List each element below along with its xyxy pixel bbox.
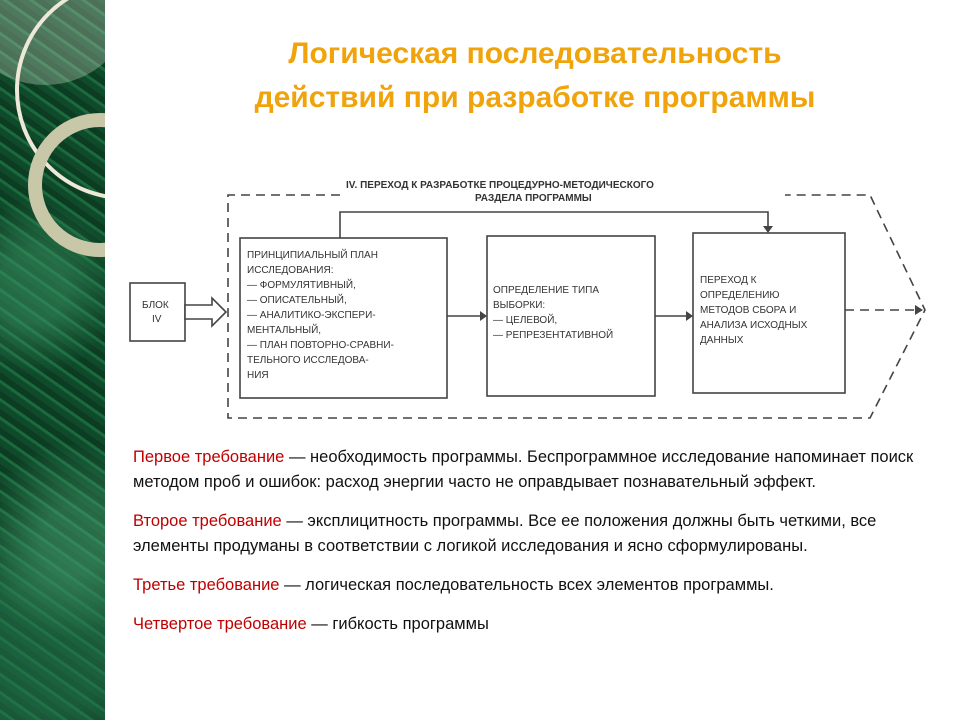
block-iv-box: [129, 282, 186, 342]
box3-text: ПЕРЕХОД К ОПРЕДЕЛЕНИЮ МЕТОДОВ СБОРА И АН…: [700, 275, 808, 346]
requirement-text: — гибкость программы: [306, 615, 489, 633]
circle-rings-decoration: [0, 0, 105, 257]
requirement-3: Третье требование — логическая последова…: [133, 573, 933, 598]
requirement-text: — логическая последовательность всех эле…: [279, 576, 774, 594]
requirement-label: Второе требование: [133, 512, 282, 530]
box-line: ТЕЛЬНОГО ИССЛЕДОВА-: [247, 355, 369, 366]
methods-box: [692, 232, 846, 394]
box-line: — ОПИСАТЕЛЬНЫЙ,: [247, 293, 347, 306]
box-line: ВЫБОРКИ:: [493, 300, 545, 311]
box2-text: ОПРЕДЕЛЕНИЕ ТИПА ВЫБОРКИ: — ЦЕЛЕВОЙ, — Р…: [493, 285, 613, 341]
requirement-text: — необходимость программы. Беспрограммно…: [133, 448, 914, 491]
requirement-4: Четвертое требование — гибкость программ…: [133, 612, 933, 637]
box-line: ДАННЫХ: [700, 335, 744, 346]
dashed-section-outline: [227, 194, 926, 419]
box1-text: ПРИНЦИПИАЛЬНЫЙ ПЛАН ИССЛЕДОВАНИЯ: — ФОРМ…: [247, 248, 394, 381]
block-label: БЛОК: [142, 300, 169, 311]
box-line: ИССЛЕДОВАНИЯ:: [247, 265, 334, 276]
slide-title: Логическая последовательность действий п…: [110, 32, 960, 120]
decorative-marble-strip: [0, 0, 105, 720]
box-line: МЕТОДОВ СБОРА И: [700, 305, 796, 316]
requirement-label: Четвертое требование: [133, 615, 307, 633]
box-line: МЕНТАЛЬНЫЙ,: [247, 323, 321, 336]
box-line: ОПРЕДЕЛЕНИЕ ТИПА: [493, 285, 599, 296]
box-line: НИЯ: [247, 370, 269, 381]
box-line: — АНАЛИТИКО-ЭКСПЕРИ-: [247, 310, 376, 321]
box-line: АНАЛИЗА ИСХОДНЫХ: [700, 320, 808, 331]
block-number: IV: [152, 314, 162, 325]
requirement-label: Первое требование: [133, 448, 285, 466]
box-line: ОПРЕДЕЛЕНИЮ: [700, 290, 780, 301]
requirement-label: Третье требование: [133, 576, 280, 594]
requirements-text: Первое требование — необходимость програ…: [133, 445, 933, 651]
flow-diagram: IV. ПЕРЕХОД К РАЗРАБОТКЕ ПРОЦЕДУРНО-МЕТО…: [129, 180, 926, 419]
research-plan-box: [239, 237, 448, 399]
diagram-header-1: IV. ПЕРЕХОД К РАЗРАБОТКЕ ПРОЦЕДУРНО-МЕТО…: [346, 180, 654, 191]
requirement-1: Первое требование — необходимость програ…: [133, 445, 933, 495]
box-line: — ФОРМУЛЯТИВНЫЙ,: [247, 278, 356, 291]
box-line: ПЕРЕХОД К: [700, 275, 757, 286]
title-line-2: действий при разработке программы: [254, 81, 816, 114]
box-line: — ЦЕЛЕВОЙ,: [493, 313, 557, 326]
connector-line: [339, 211, 769, 238]
diagram-header-2: РАЗДЕЛА ПРОГРАММЫ: [475, 193, 592, 204]
requirement-2: Второе требование — эксплицитность прогр…: [133, 509, 933, 559]
box-line: ПРИНЦИПИАЛЬНЫЙ ПЛАН: [247, 248, 378, 261]
box-line: — РЕПРЕЗЕНТАТИВНОЙ: [493, 328, 613, 341]
block-arrow: [184, 296, 228, 328]
title-line-1: Логическая последовательность: [288, 37, 782, 70]
requirement-text: — эксплицитность программы. Все ее полож…: [133, 512, 877, 555]
box-line: — ПЛАН ПОВТОРНО-СРАВНИ-: [247, 340, 394, 351]
